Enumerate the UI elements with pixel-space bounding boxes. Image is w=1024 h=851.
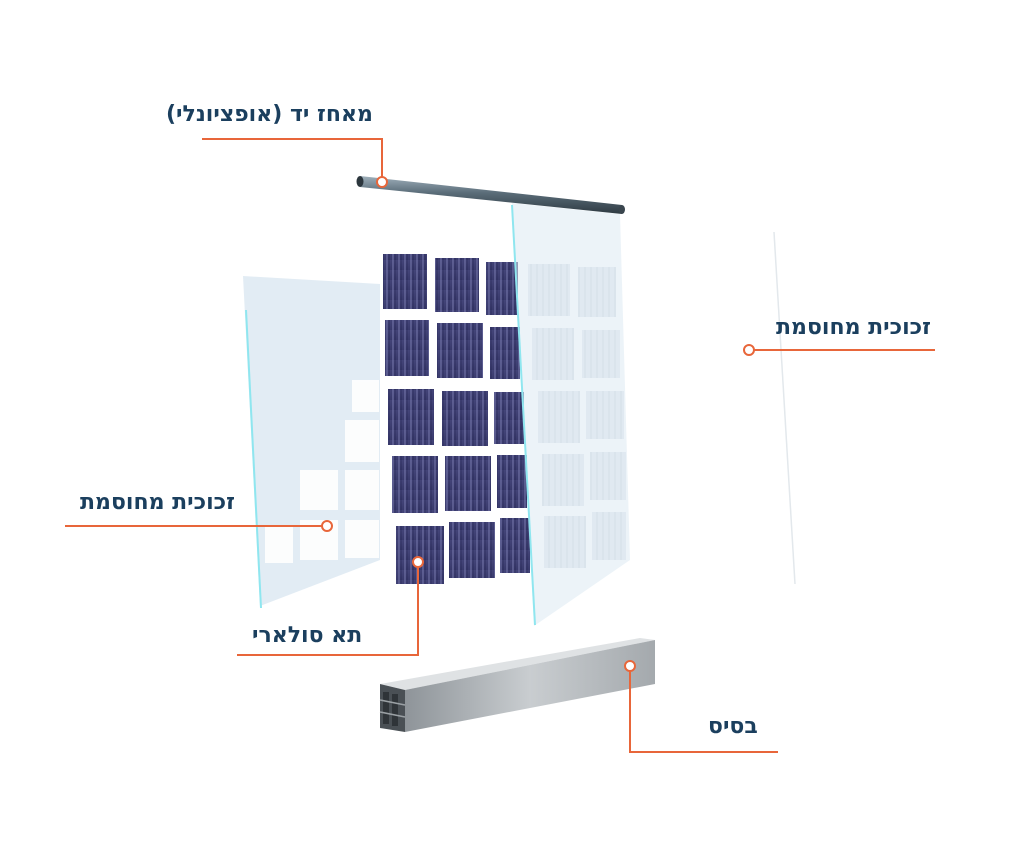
solar-cell	[500, 518, 530, 573]
leader-line-solar	[237, 563, 419, 656]
label-laminated-glass-right: זכוכית מחוסמת	[776, 315, 931, 340]
solar-cell	[486, 262, 518, 315]
label-handrail: מאחז יד (אופציונלי)	[166, 102, 373, 127]
label-base: בסיס	[708, 714, 758, 739]
handrail	[356, 176, 625, 214]
circle-marker-icon	[743, 344, 755, 356]
solar-cell	[385, 320, 429, 376]
solar-cell	[445, 456, 491, 511]
solar-cell	[497, 455, 527, 508]
solar-cell	[383, 254, 427, 309]
base	[379, 638, 655, 732]
leader-line-handrail	[202, 138, 383, 180]
laminated-glass-right-edge	[773, 231, 796, 585]
solar-cell	[442, 391, 488, 446]
laminated-glass-left	[243, 276, 380, 609]
leader-lines	[65, 138, 935, 753]
laminated-glass-center	[511, 203, 630, 626]
circle-marker-icon	[624, 660, 636, 672]
solar-cell	[392, 456, 438, 513]
leader-line-base	[629, 668, 778, 753]
solar-cell	[388, 389, 434, 445]
solar-cell	[437, 323, 483, 378]
solar-cell	[494, 392, 524, 444]
circle-marker-icon	[412, 556, 424, 568]
solar-cell	[490, 327, 520, 379]
solar-cell	[435, 258, 479, 312]
circle-marker-icon	[376, 176, 388, 188]
solar-cell	[449, 522, 495, 578]
label-laminated-glass-left: זכוכית מחוסמת	[80, 490, 235, 515]
circle-marker-icon	[321, 520, 333, 532]
label-solar-cell: תא סולארי	[252, 623, 363, 648]
solar-cell	[396, 526, 444, 584]
